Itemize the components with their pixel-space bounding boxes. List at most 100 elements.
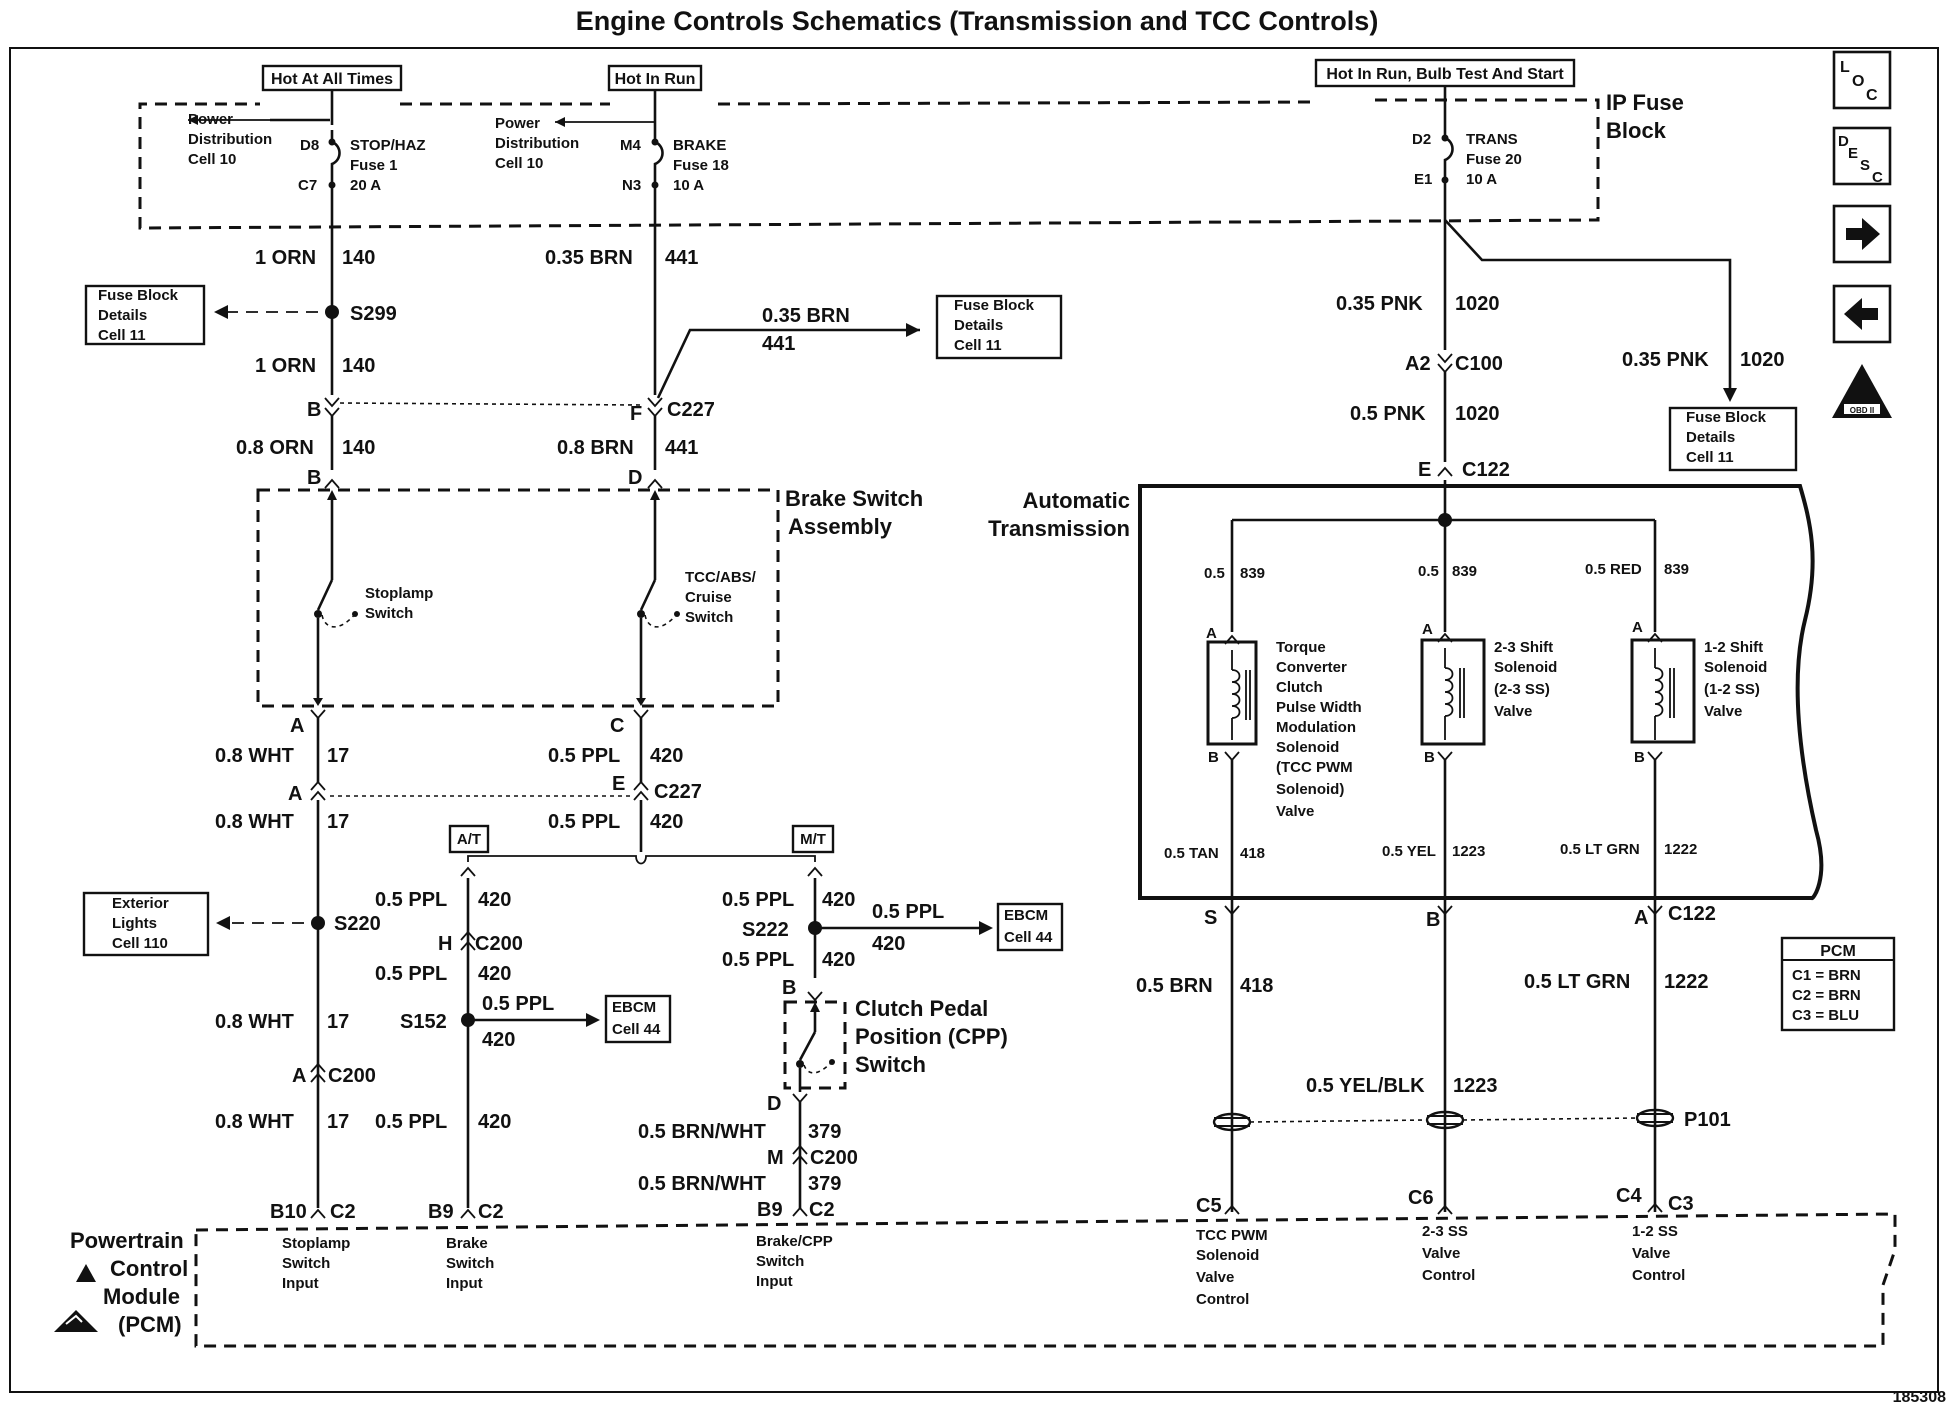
- svg-text:Solenoid: Solenoid: [1276, 739, 1339, 756]
- fuse1-pin-bottom: C7: [298, 177, 317, 194]
- svg-text:Fuse Block: Fuse Block: [1686, 409, 1767, 426]
- svg-text:D: D: [628, 467, 642, 489]
- svg-text:0.5: 0.5: [1204, 565, 1225, 582]
- svg-text:C100: C100: [1455, 353, 1503, 375]
- svg-text:Automatic: Automatic: [1022, 488, 1130, 513]
- stoplamp-switch: Stoplamp Switch: [314, 490, 433, 700]
- svg-text:B: B: [307, 467, 321, 489]
- hot-at-all-times-label: Hot At All Times: [271, 71, 393, 88]
- svg-text:Valve: Valve: [1196, 1269, 1234, 1286]
- svg-text:0.5 PPL: 0.5 PPL: [872, 901, 944, 923]
- svg-text:0.5 PNK: 0.5 PNK: [1350, 403, 1426, 425]
- svg-text:Position (CPP): Position (CPP): [855, 1024, 1008, 1049]
- svg-text:0.8 WHT: 0.8 WHT: [215, 745, 294, 767]
- svg-text:Module: Module: [103, 1284, 180, 1309]
- esd-warning-icon: [54, 1264, 98, 1332]
- prev-arrow-button[interactable]: [1832, 284, 1892, 344]
- svg-text:17: 17: [327, 745, 349, 767]
- svg-text:A: A: [290, 715, 304, 737]
- svg-text:0.35 PNK: 0.35 PNK: [1336, 293, 1423, 315]
- next-arrow-button[interactable]: [1832, 204, 1892, 264]
- twisted-pair-p101: [1212, 1108, 1675, 1132]
- svg-text:17: 17: [327, 1111, 349, 1133]
- svg-text:2-3 Shift: 2-3 Shift: [1494, 639, 1553, 656]
- fuse-stop-haz: Power Distribution Cell 10 D8 C7 STOP/HA…: [188, 111, 426, 194]
- svg-text:C3 = BLU: C3 = BLU: [1792, 1007, 1859, 1024]
- svg-text:Cell 11: Cell 11: [1686, 449, 1734, 466]
- svg-text:Brake Switch: Brake Switch: [785, 486, 923, 511]
- svg-text:1223: 1223: [1453, 1075, 1498, 1097]
- svg-text:0.5 PPL: 0.5 PPL: [722, 889, 794, 911]
- svg-text:0.5 BRN/WHT: 0.5 BRN/WHT: [638, 1121, 766, 1143]
- svg-text:Fuse 18: Fuse 18: [673, 157, 729, 174]
- svg-text:C5: C5: [1196, 1195, 1222, 1217]
- svg-text:Input: Input: [282, 1275, 319, 1292]
- svg-text:Clutch Pedal: Clutch Pedal: [855, 996, 988, 1021]
- svg-text:Control: Control: [1196, 1291, 1249, 1308]
- ip-fuse-block-label: IP Fuse: [1606, 90, 1684, 115]
- svg-text:Cell 10: Cell 10: [188, 151, 236, 168]
- svg-text:0.5 BRN/WHT: 0.5 BRN/WHT: [638, 1173, 766, 1195]
- svg-text:C122: C122: [1462, 459, 1510, 481]
- svg-text:140: 140: [342, 355, 375, 377]
- svg-text:Pulse Width: Pulse Width: [1276, 699, 1362, 716]
- svg-text:Cell 11: Cell 11: [98, 327, 146, 344]
- svg-text:Cell 110: Cell 110: [112, 935, 168, 952]
- svg-text:H: H: [438, 933, 452, 955]
- svg-text:Stoplamp: Stoplamp: [282, 1235, 350, 1252]
- svg-text:0.5 RED: 0.5 RED: [1585, 561, 1642, 578]
- svg-text:10 A: 10 A: [673, 177, 704, 194]
- svg-text:1020: 1020: [1455, 293, 1500, 315]
- svg-text:17: 17: [327, 1011, 349, 1033]
- shift-solenoid-2-3: A B: [1420, 621, 1486, 766]
- svg-text:1 ORN: 1 ORN: [255, 247, 316, 269]
- svg-text:1-2 Shift: 1-2 Shift: [1704, 639, 1763, 656]
- svg-text:420: 420: [650, 745, 683, 767]
- svg-text:0.5 PPL: 0.5 PPL: [482, 993, 554, 1015]
- svg-text:0.35 BRN: 0.35 BRN: [762, 305, 850, 327]
- hot-in-run-bulb-test-start-label: Hot In Run, Bulb Test And Start: [1326, 66, 1564, 83]
- svg-text:BRAKE: BRAKE: [673, 137, 726, 154]
- svg-text:839: 839: [1240, 565, 1265, 582]
- svg-text:F: F: [630, 403, 642, 425]
- svg-text:C: C: [610, 715, 624, 737]
- svg-text:839: 839: [1452, 563, 1477, 580]
- svg-text:Fuse Block: Fuse Block: [954, 297, 1035, 314]
- splice-s299: [325, 305, 339, 319]
- svg-text:Valve: Valve: [1422, 1245, 1460, 1262]
- loc-button[interactable]: L O C: [1832, 50, 1892, 110]
- svg-text:420: 420: [822, 889, 855, 911]
- option-mt: M/T: [800, 831, 826, 848]
- svg-text:C200: C200: [810, 1147, 858, 1169]
- svg-text:O: O: [1852, 73, 1864, 90]
- svg-text:0.5 PPL: 0.5 PPL: [548, 811, 620, 833]
- svg-text:1222: 1222: [1664, 841, 1697, 858]
- svg-text:D: D: [767, 1093, 781, 1115]
- svg-text:B: B: [307, 399, 321, 421]
- svg-text:420: 420: [872, 933, 905, 955]
- svg-text:0.8 WHT: 0.8 WHT: [215, 811, 294, 833]
- svg-text:Cell 44: Cell 44: [612, 1021, 661, 1038]
- svg-text:0.5 PPL: 0.5 PPL: [375, 963, 447, 985]
- svg-text:Switch: Switch: [685, 609, 733, 626]
- desc-button[interactable]: D E S C: [1832, 126, 1892, 186]
- svg-text:TCC PWM: TCC PWM: [1196, 1227, 1268, 1244]
- brake-switch-assembly: [256, 488, 780, 708]
- svg-text:M4: M4: [620, 137, 641, 154]
- svg-text:B9: B9: [757, 1199, 783, 1221]
- svg-text:Details: Details: [1686, 429, 1735, 446]
- fuse-trans: D2 E1 TRANS Fuse 20 10 A: [1412, 130, 1522, 188]
- svg-text:STOP/HAZ: STOP/HAZ: [350, 137, 426, 154]
- svg-text:B10: B10: [270, 1201, 307, 1223]
- svg-text:TRANS: TRANS: [1466, 131, 1518, 148]
- obd-ii-icon[interactable]: OBD II: [1832, 364, 1892, 418]
- svg-text:Switch: Switch: [365, 605, 413, 622]
- option-at: A/T: [457, 831, 481, 848]
- svg-text:0.5 YEL: 0.5 YEL: [1382, 843, 1436, 860]
- svg-text:S222: S222: [742, 919, 789, 941]
- svg-text:Cruise: Cruise: [685, 589, 732, 606]
- svg-text:Input: Input: [756, 1273, 793, 1290]
- svg-text:Details: Details: [954, 317, 1003, 334]
- svg-text:Valve: Valve: [1276, 803, 1314, 820]
- svg-text:Clutch: Clutch: [1276, 679, 1323, 696]
